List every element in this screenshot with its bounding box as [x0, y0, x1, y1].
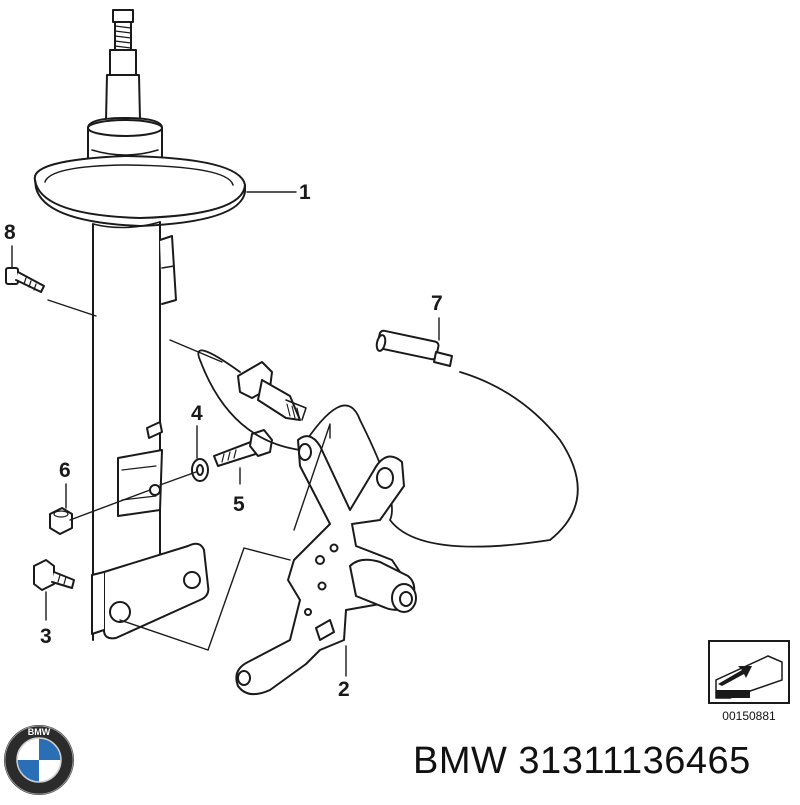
- nut-6: [49, 507, 73, 535]
- washer-4: [191, 458, 209, 482]
- part-number-label: BMW 31311136465: [413, 740, 751, 782]
- callout-4: 4: [191, 402, 203, 425]
- reference-icon: [708, 640, 790, 704]
- callout-2: 2: [338, 678, 350, 701]
- leader-lines: [11, 191, 440, 677]
- strut-assembly: [33, 9, 246, 641]
- bolt-3: [33, 559, 75, 591]
- callout-8: 8: [4, 221, 16, 244]
- abs-sensor: [237, 361, 307, 421]
- callout-3: 3: [40, 625, 52, 648]
- diagram-code: 00150881: [722, 709, 776, 723]
- bolt-8: [5, 267, 45, 293]
- assembly-lines: [47, 299, 331, 651]
- callout-1: 1: [299, 181, 311, 204]
- steering-knuckle: [235, 435, 417, 696]
- bmw-logo: BMW: [4, 725, 74, 795]
- callout-5: 5: [233, 493, 245, 516]
- callout-6: 6: [59, 459, 71, 482]
- logo-lettering: BMW: [28, 727, 51, 737]
- bolt-5: [213, 429, 273, 467]
- callout-7: 7: [431, 292, 443, 315]
